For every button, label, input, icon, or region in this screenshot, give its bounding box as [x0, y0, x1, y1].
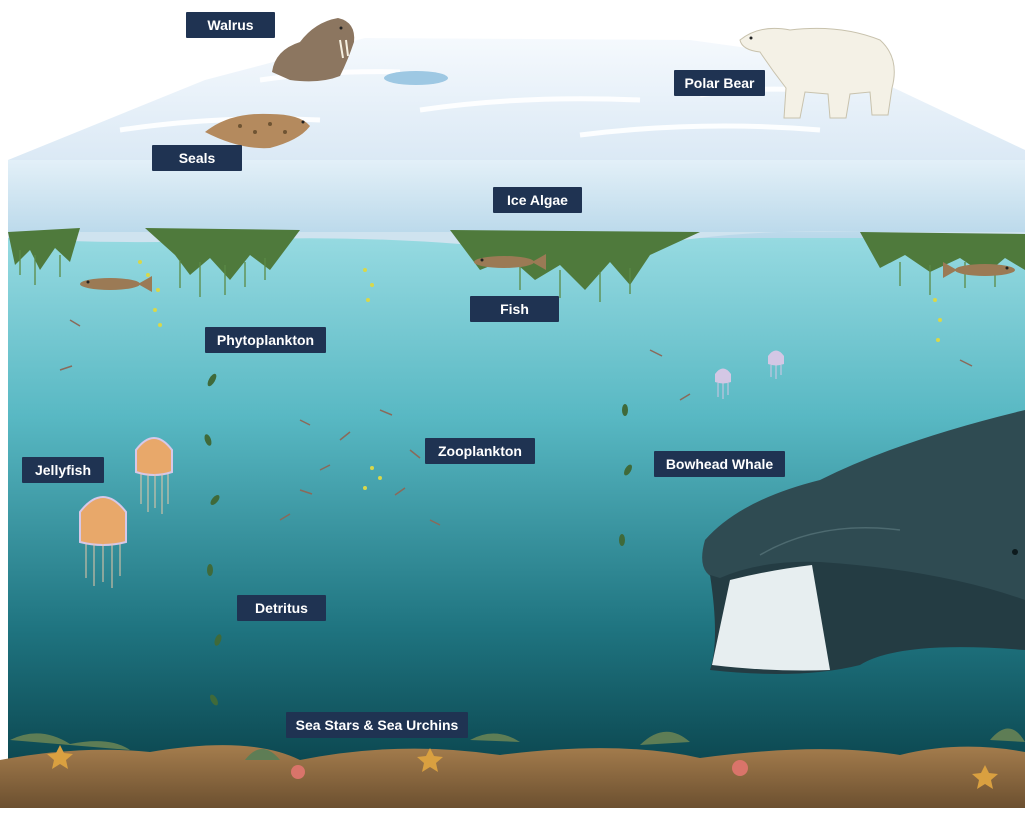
walrus-icon: [272, 18, 354, 81]
label-detritus: Detritus: [237, 595, 326, 621]
label-polar-bear: Polar Bear: [674, 70, 765, 96]
seafloor: [0, 745, 1025, 808]
label-ice-algae: Ice Algae: [493, 187, 582, 213]
label-phytoplankton: Phytoplankton: [205, 327, 326, 353]
breathing-hole: [384, 71, 448, 85]
label-seals: Seals: [152, 145, 242, 171]
label-walrus: Walrus: [186, 12, 275, 38]
label-fish: Fish: [470, 296, 559, 322]
label-jellyfish: Jellyfish: [22, 457, 104, 483]
label-zooplankton: Zooplankton: [425, 438, 535, 464]
label-bowhead-whale: Bowhead Whale: [654, 451, 785, 477]
label-sea-stars-urchins: Sea Stars & Sea Urchins: [286, 712, 468, 738]
